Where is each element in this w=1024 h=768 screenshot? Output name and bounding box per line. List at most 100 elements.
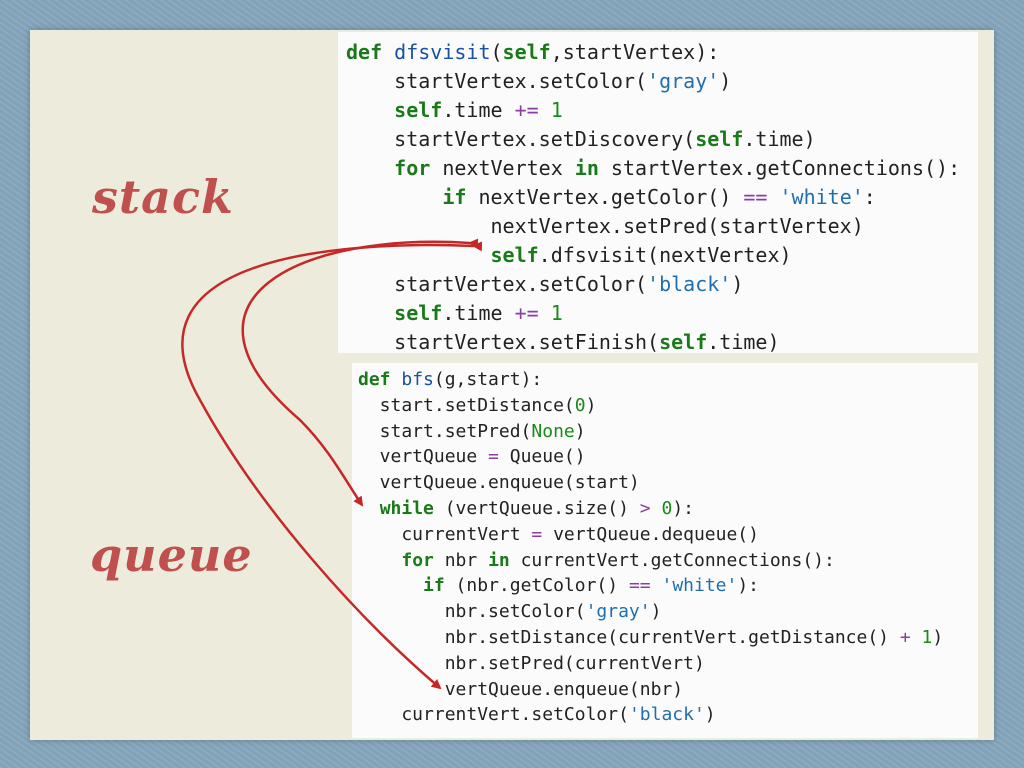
code-token: == (743, 185, 768, 209)
code-line: currentVert = vertQueue.dequeue() (358, 522, 978, 548)
code-token: ) (704, 704, 716, 726)
code-line: startVertex.setColor('black') (346, 270, 978, 299)
code-line: vertQueue = Queue() (358, 444, 978, 470)
code-line: startVertex.setDiscovery(self.time) (346, 125, 978, 154)
code-token: 'gray' (647, 69, 720, 93)
code-token (346, 156, 394, 180)
code-token: nbr.setDistance(currentVert.getDistance(… (358, 626, 900, 648)
code-token: if (423, 575, 445, 597)
code-line: vertQueue.enqueue(start) (358, 470, 978, 496)
code-token: .time) (707, 330, 780, 354)
code-token: ( (490, 40, 503, 64)
code-token (358, 498, 380, 519)
code-token: .time (442, 301, 515, 325)
code-token: (vertQueue.size() (433, 497, 640, 519)
code-line: self.time += 1 (346, 96, 978, 125)
code-token: 1 (910, 626, 933, 648)
code-line: self.time += 1 (346, 299, 978, 328)
code-line: nbr.setDistance(currentVert.getDistance(… (358, 625, 978, 651)
code-token: = (531, 523, 543, 545)
code-token: currentVert.getConnections(): (509, 549, 835, 571)
code-token: nextVertex.getColor() (466, 185, 744, 209)
code-token: vertQueue.enqueue(nbr) (358, 678, 684, 700)
code-token: ): (672, 497, 694, 519)
code-token: ) (932, 626, 944, 648)
code-token: ) (574, 420, 586, 442)
code-token: currentVert.setColor( (358, 704, 629, 726)
code-line: vertQueue.enqueue(nbr) (358, 677, 978, 703)
code-token: bfs (401, 369, 434, 390)
code-line: nbr.setPred(currentVert) (358, 651, 978, 677)
code-token: self (502, 40, 551, 64)
code-token: startVertex.setColor( (346, 69, 648, 93)
code-token: 'black' (647, 272, 732, 296)
code-token: for (401, 549, 434, 571)
code-line: nextVertex.setPred(startVertex) (346, 212, 978, 241)
code-token: self (659, 330, 708, 354)
code-token: vertQueue (358, 446, 489, 468)
code-line: def dfsvisit(self,startVertex): (346, 38, 978, 67)
code-token (346, 243, 491, 267)
code-token (346, 301, 394, 325)
code-line: start.setDistance(0) (358, 393, 978, 419)
code-token: ,startVertex): (550, 40, 720, 64)
code-token: += (514, 98, 539, 122)
stack-label: stack (92, 170, 234, 224)
code-line: start.setPred(None) (358, 419, 978, 445)
code-token: 'black' (628, 704, 705, 726)
code-token: vertQueue.enqueue(start) (358, 472, 640, 494)
code-line: for nextVertex in startVertex.getConnect… (346, 154, 978, 183)
code-line: for nbr in currentVert.getConnections(): (358, 548, 978, 574)
code-line: if nextVertex.getColor() == 'white': (346, 183, 978, 212)
code-token: 'white' (650, 575, 738, 597)
queue-label: queue (90, 528, 253, 582)
code-token: 0 (650, 497, 673, 519)
bfs-code-panel: def bfs(g,start): start.setDistance(0) s… (352, 363, 978, 738)
code-token: self (490, 243, 539, 267)
code-token: 'gray' (585, 601, 651, 623)
code-token: : (863, 185, 876, 209)
code-token: .time (442, 98, 515, 122)
code-token: dfsvisit (394, 40, 491, 64)
code-token: 1 (538, 301, 563, 325)
code-token: .time) (743, 127, 816, 151)
code-token (346, 185, 442, 209)
code-token (358, 575, 423, 596)
code-token: for (394, 156, 431, 180)
code-token: startVertex.setFinish( (346, 330, 660, 354)
code-token: > (639, 497, 651, 519)
code-token: nbr (433, 549, 489, 571)
code-token: 1 (538, 98, 563, 122)
code-token: vertQueue.dequeue() (542, 523, 759, 545)
code-token: nbr.setColor( (358, 601, 586, 623)
code-token: (nbr.getColor() (444, 575, 629, 597)
code-line: while (vertQueue.size() > 0): (358, 496, 978, 522)
code-token: startVertex.setColor( (346, 272, 648, 296)
code-token: def (346, 40, 395, 64)
code-token: startVertex.setDiscovery( (346, 127, 696, 151)
code-token: while (379, 497, 434, 519)
code-token: Queue() (498, 446, 586, 468)
code-token: if (442, 185, 467, 209)
code-token: == (628, 575, 651, 597)
code-line: startVertex.setColor('gray') (346, 67, 978, 96)
code-token: self (394, 98, 443, 122)
code-token (346, 98, 394, 122)
code-line: if (nbr.getColor() == 'white'): (358, 573, 978, 599)
code-token: ) (719, 69, 732, 93)
code-token: 0 (574, 394, 586, 416)
code-token: startVertex.getConnections(): (598, 156, 961, 180)
dfsvisit-code-panel: def dfsvisit(self,startVertex): startVer… (338, 32, 978, 354)
code-token: self (695, 127, 744, 151)
code-line: def bfs(g,start): (358, 367, 978, 393)
code-token (358, 550, 401, 571)
code-token: (g,start): (433, 369, 543, 390)
code-token: ) (585, 394, 597, 416)
code-token: += (514, 301, 539, 325)
code-token: def (358, 369, 402, 390)
code-token: nbr.setPred(currentVert) (358, 652, 705, 674)
code-token: start.setDistance( (358, 394, 575, 416)
code-line: currentVert.setColor('black') (358, 702, 978, 728)
code-token: self (394, 301, 443, 325)
code-token: None (531, 420, 575, 442)
